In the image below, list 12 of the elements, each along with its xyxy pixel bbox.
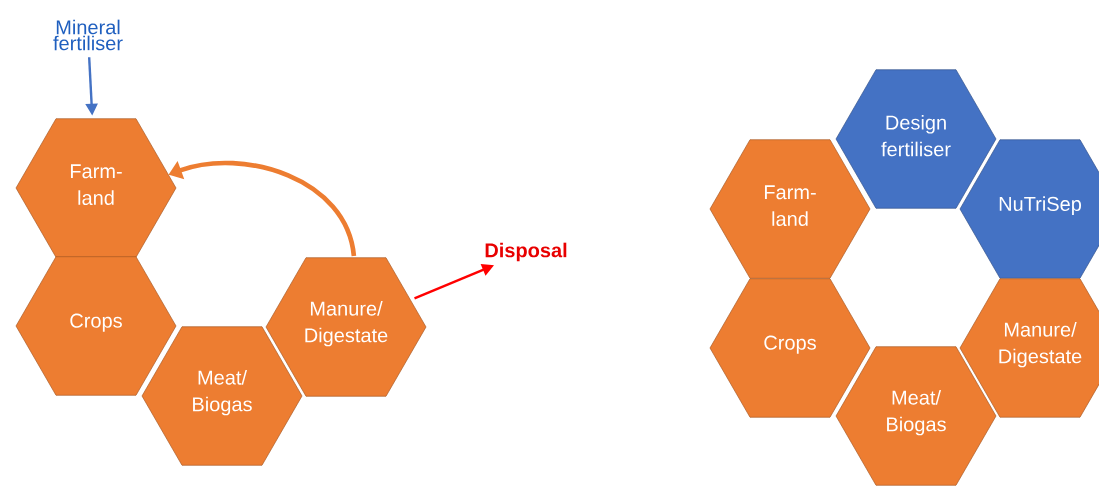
hexagon: Crops — [15, 256, 177, 396]
hexagon: Meat/ Biogas — [141, 326, 303, 466]
hexagon: Meat/ Biogas — [835, 346, 997, 486]
hexagon: Farm- land — [15, 118, 177, 258]
hexagon: Farm- land — [709, 139, 871, 279]
hexagon: Manure/ Digestate — [959, 278, 1099, 418]
hexagon: Crops — [709, 278, 871, 418]
hexagon: NuTriSep — [959, 139, 1099, 279]
hexagon: Design fertiliser — [835, 69, 997, 209]
hexagon: Manure/ Digestate — [265, 257, 427, 397]
flow-label: Mineral fertiliser — [53, 19, 123, 51]
flow-label: Disposal — [485, 242, 567, 262]
